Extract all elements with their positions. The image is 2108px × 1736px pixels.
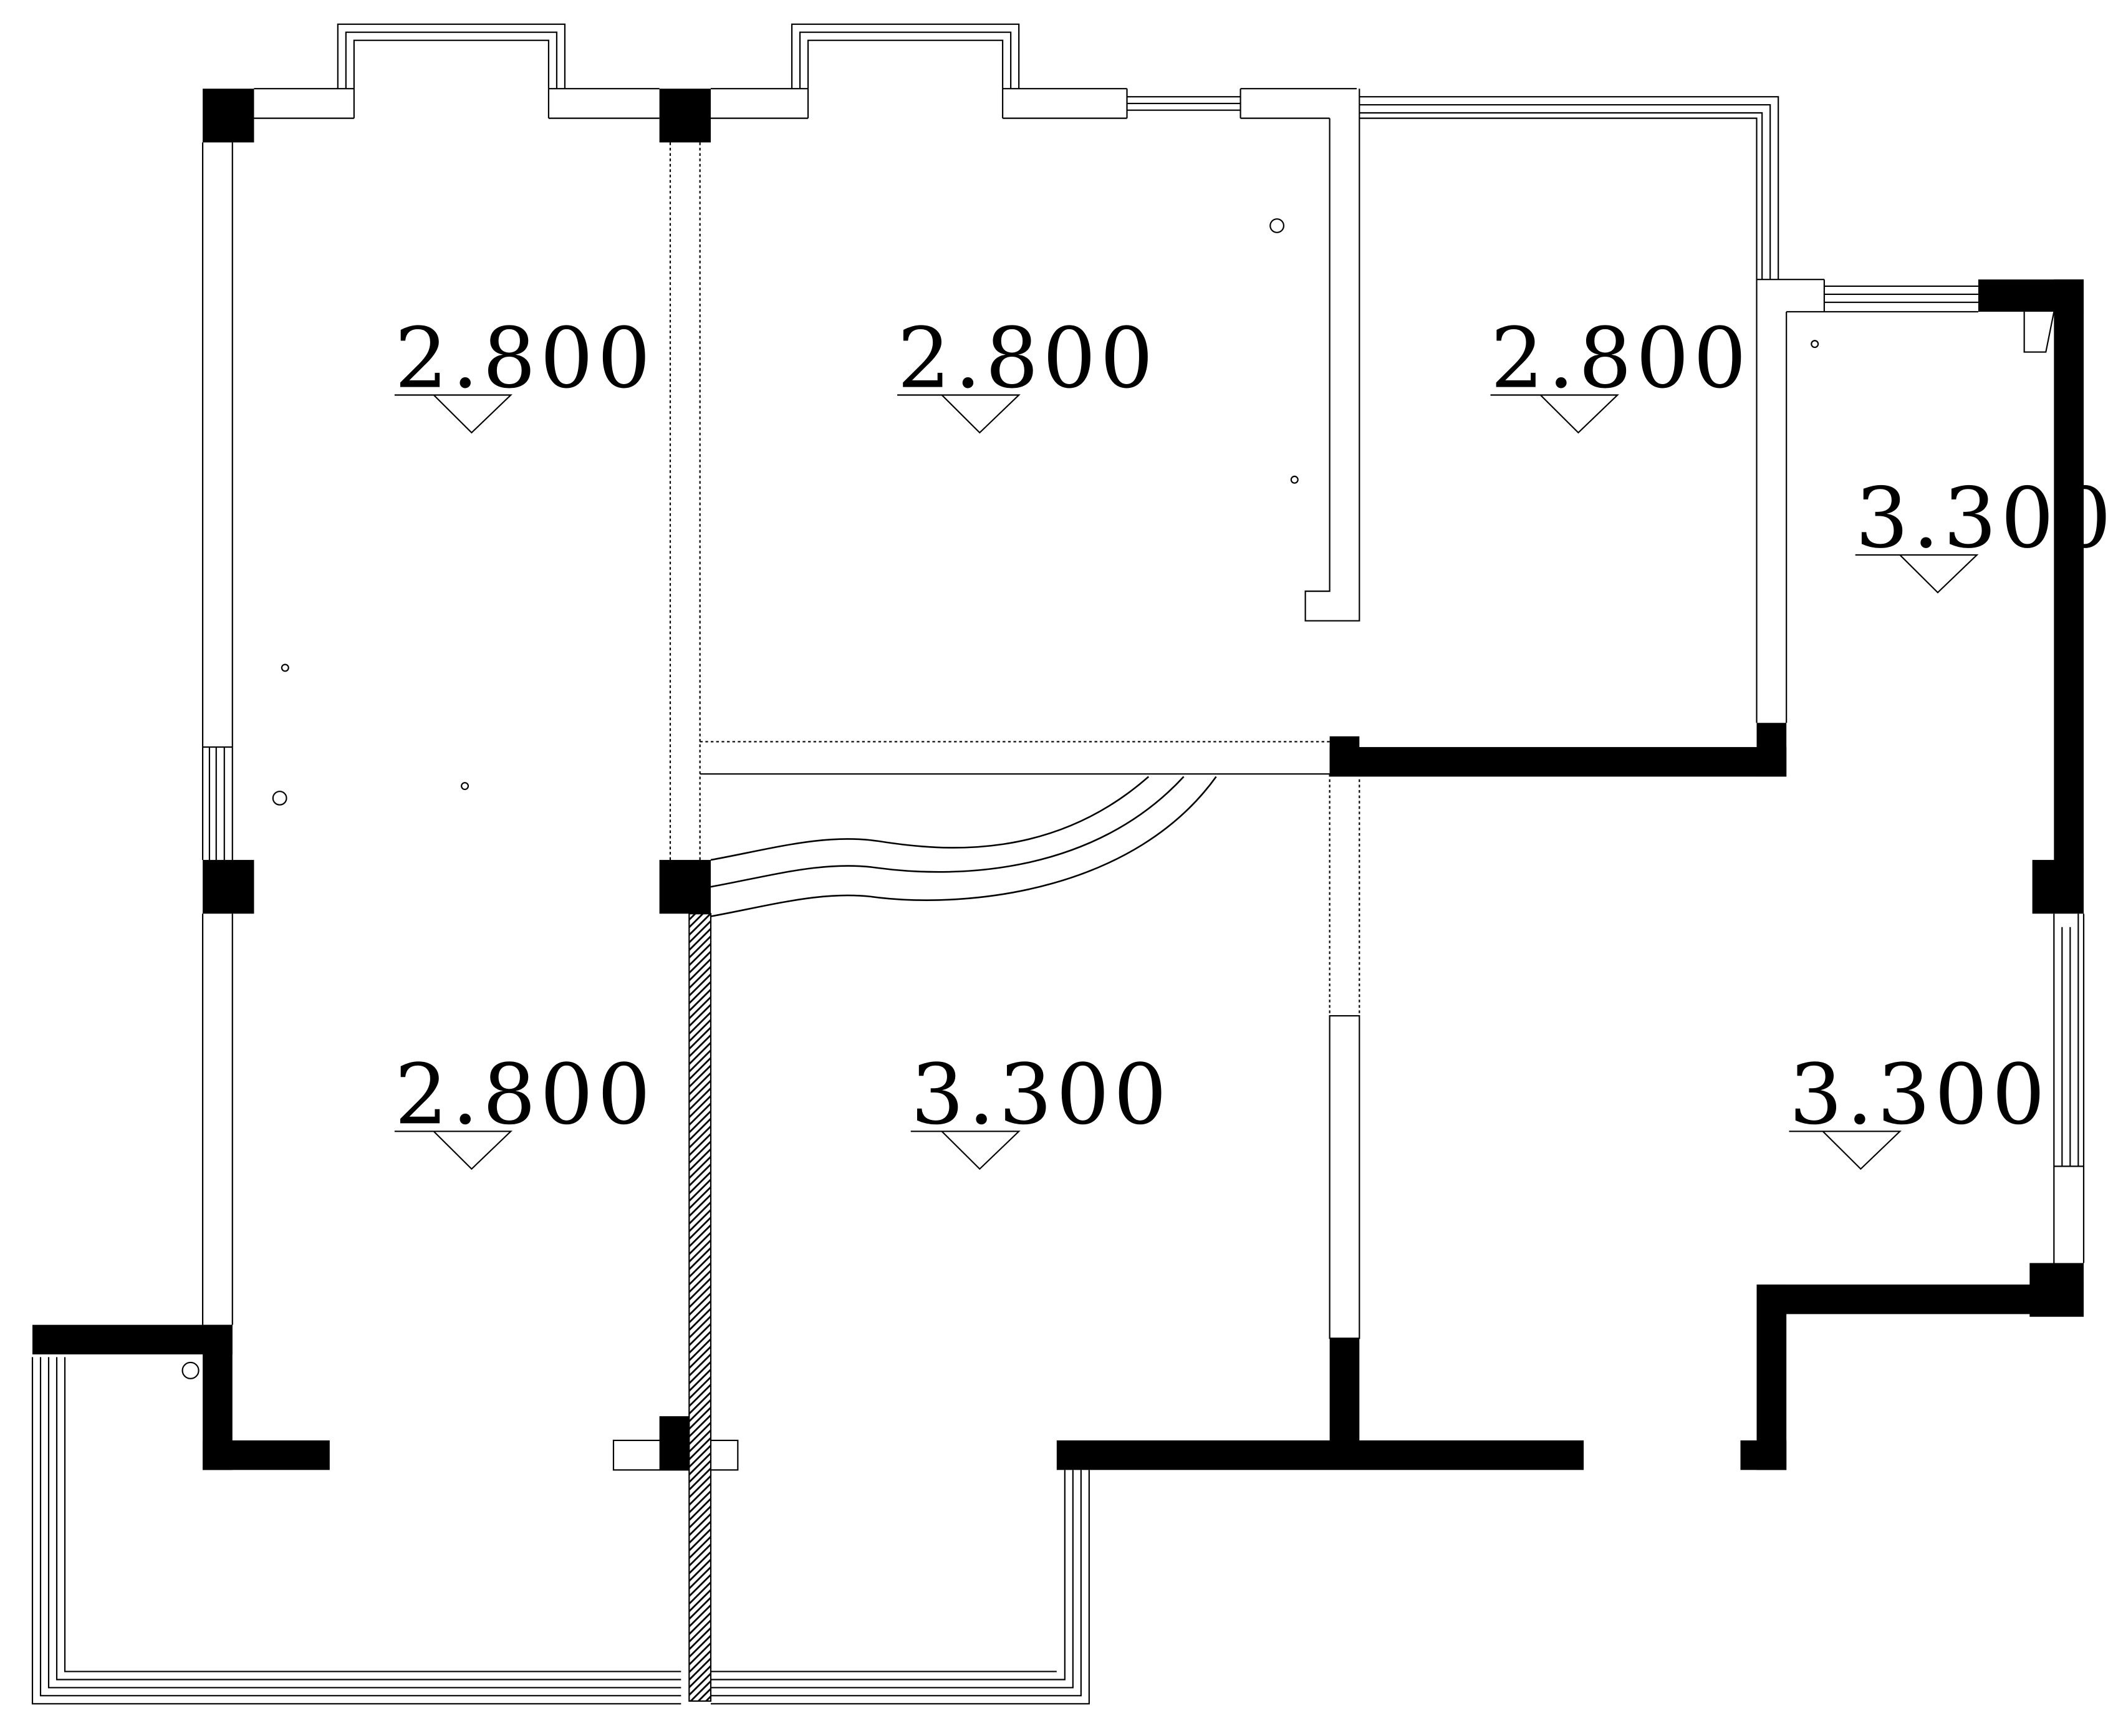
outline-walls <box>31 23 2085 1705</box>
level-triangle-icon <box>1789 1131 1902 1170</box>
hatched-wall <box>688 913 712 1702</box>
level-label: 2.800 <box>395 310 655 407</box>
level-label: 2.800 <box>395 1046 655 1144</box>
bearing-walls <box>32 89 2084 1470</box>
level-label: 3.300 <box>1855 470 2108 567</box>
level-marker: 2.800 <box>897 310 1157 434</box>
level-marker: 2.800 <box>394 310 655 434</box>
level-marker: 2.800 <box>394 1046 655 1170</box>
level-triangle-icon <box>1855 554 1979 594</box>
level-label: 3.300 <box>911 1046 1171 1144</box>
fixture-points <box>181 218 1819 1379</box>
level-marker: 3.300 <box>1789 1046 2049 1170</box>
level-marker: 2.800 <box>1490 310 1751 434</box>
level-triangle-icon <box>394 1131 513 1170</box>
level-triangle-icon <box>1490 394 1619 434</box>
level-marker: 3.300 <box>1855 470 2108 594</box>
level-label: 2.800 <box>1491 310 1751 407</box>
level-triangle-icon <box>897 394 1021 434</box>
curved-wall <box>710 776 1217 917</box>
level-label: 3.300 <box>1789 1046 2049 1144</box>
level-triangle-icon <box>394 394 513 434</box>
level-label: 2.800 <box>897 310 1157 407</box>
level-triangle-icon <box>910 1131 1021 1170</box>
level-marker: 3.300 <box>910 1046 1171 1170</box>
